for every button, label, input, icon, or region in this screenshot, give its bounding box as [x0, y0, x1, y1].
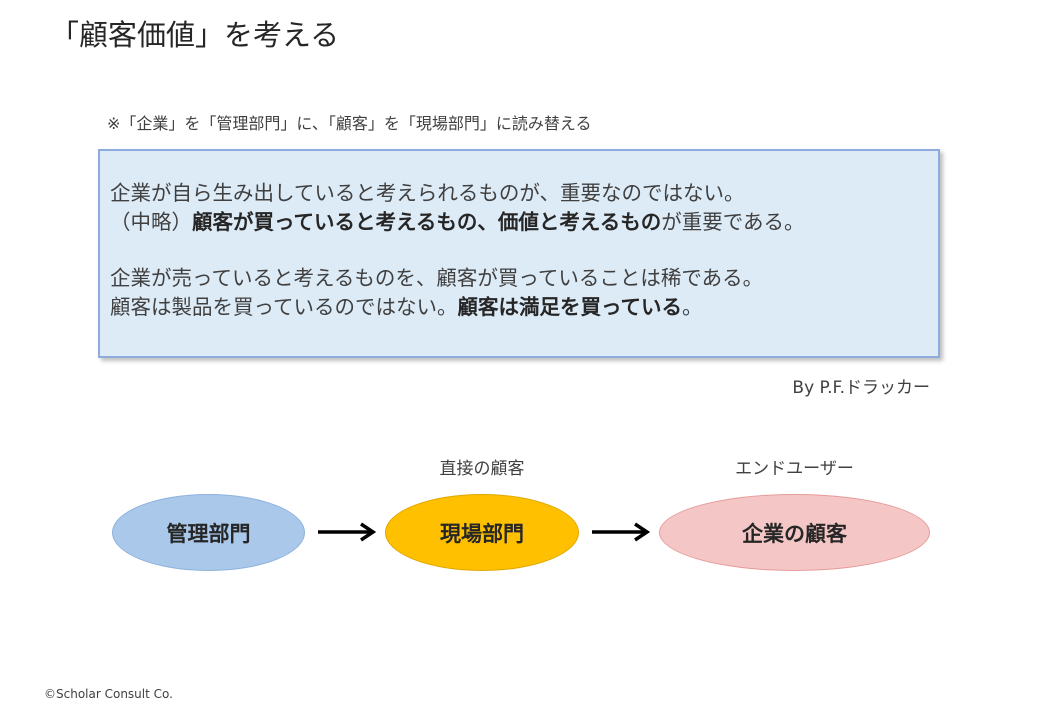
- right-arrow-icon: [318, 522, 377, 542]
- node-field-dept-label: 現場部門: [440, 521, 524, 546]
- node-company-customer-label: 企業の顧客: [742, 521, 847, 546]
- reading-note: ※「企業」を「管理部門」に、「顧客」を「現場部門」に読み替える: [107, 114, 592, 133]
- quote-line-3: 企業が売っていると考えるものを、顧客が買っていることは稀である。: [110, 266, 764, 290]
- quote-line-4: 顧客は製品を買っているのではない。顧客は満足を買っている。: [110, 293, 938, 322]
- quote-line-4-emphasis: 顧客は満足を買っている: [457, 295, 682, 319]
- node-field-dept: 現場部門: [385, 494, 579, 571]
- copyright-footer: ©Scholar Consult Co.: [44, 687, 173, 701]
- quote-line-1: 企業が自ら生み出していると考えられるものが、重要なのではない。: [110, 181, 745, 205]
- quote-line-4-prefix: 顧客は製品を買っているのではない。: [110, 295, 458, 319]
- node-management-dept: 管理部門: [112, 494, 305, 571]
- attribution: By P.F.ドラッカー: [792, 378, 930, 398]
- page-title: 「顧客価値」を考える: [50, 18, 340, 52]
- quote-line-2-prefix: （中略）: [110, 210, 192, 234]
- quote-line-4-suffix: 。: [681, 295, 703, 319]
- node-management-dept-label: 管理部門: [166, 521, 251, 546]
- caption-direct-customer: 直接の顧客: [439, 459, 525, 479]
- node-company-customer: 企業の顧客: [659, 494, 930, 571]
- quote-line-2-suffix: が重要である。: [661, 210, 805, 234]
- caption-end-user: エンドユーザー: [735, 459, 854, 479]
- quote-line-2: （中略）顧客が買っていると考えるもの、価値と考えるものが重要である。: [110, 208, 938, 237]
- quote-line-2-emphasis: 顧客が買っていると考えるもの、価値と考えるもの: [192, 210, 662, 234]
- right-arrow-icon: [592, 522, 651, 542]
- quote-box: 企業が自ら生み出していると考えられるものが、重要なのではない。 （中略）顧客が買…: [98, 149, 940, 358]
